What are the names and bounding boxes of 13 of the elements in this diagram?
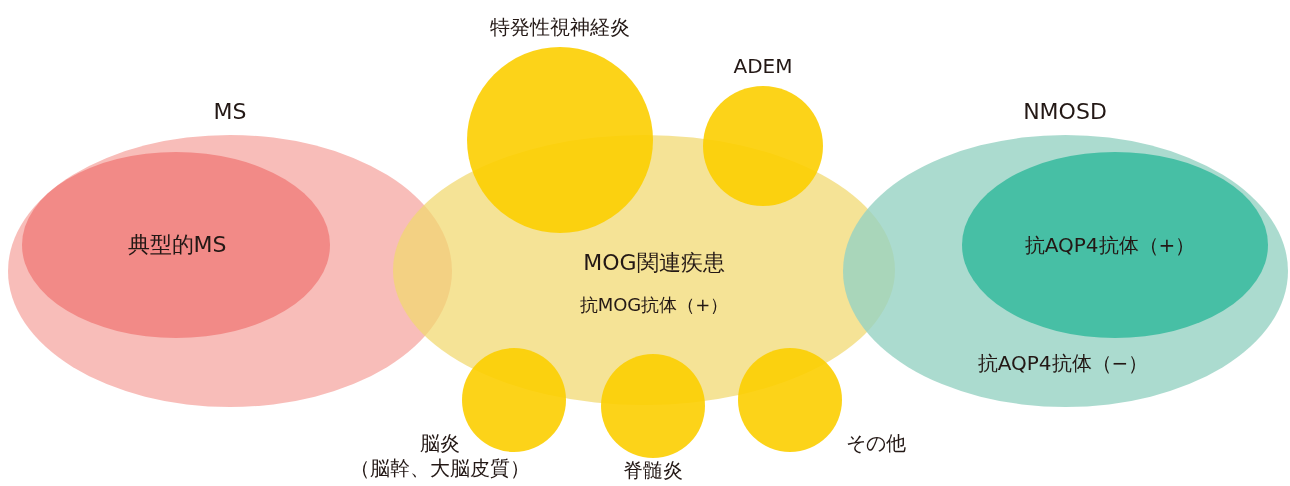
group-label: 抗MOG抗体（+） — [579, 295, 729, 315]
group-label: 抗AQP4抗体（+） — [1024, 234, 1196, 256]
circle-label: 脊髄炎 — [623, 459, 683, 481]
circle-label: （脳幹、大脳皮質） — [350, 457, 530, 479]
circle-label: ADEM — [733, 55, 793, 77]
group-label: 典型的MS — [127, 232, 227, 258]
category-label: MOG関連疾患 — [583, 250, 725, 276]
category-label: MS — [213, 99, 247, 125]
category-label: NMOSD — [1023, 99, 1107, 125]
circle-label: その他 — [846, 432, 906, 454]
group-label: 抗AQP4抗体（−） — [977, 352, 1149, 374]
circle-label: 特発性視神経炎 — [490, 16, 630, 38]
circle-label: 脳炎 — [420, 432, 460, 454]
